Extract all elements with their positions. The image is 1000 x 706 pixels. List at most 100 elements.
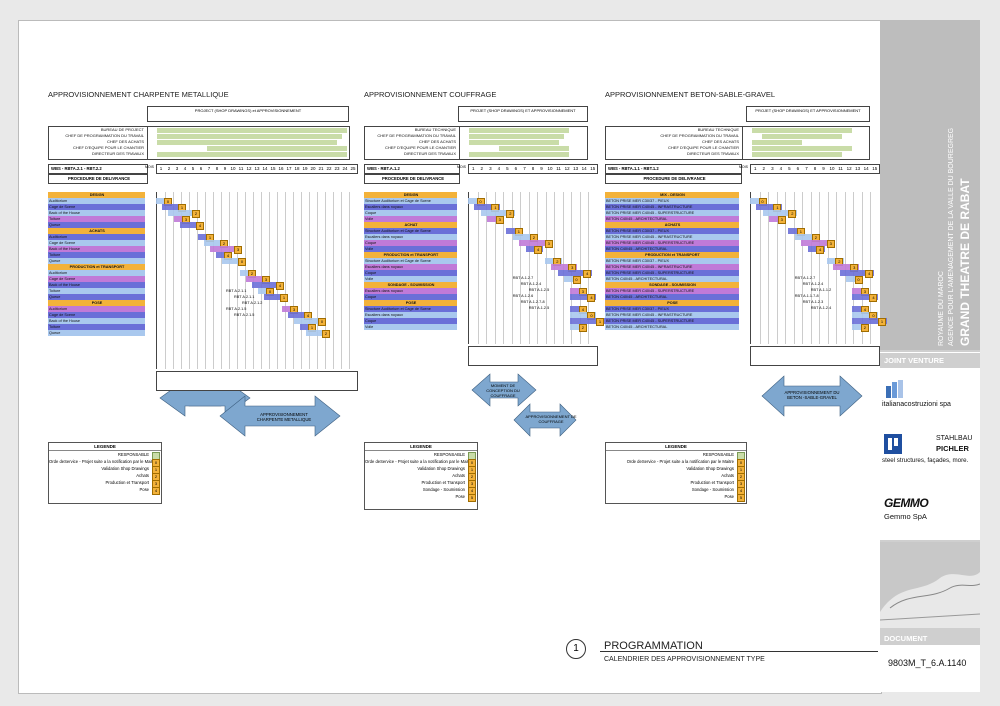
responsible-bar — [752, 139, 802, 145]
gridline — [511, 192, 513, 344]
gantt-bar — [252, 282, 284, 288]
milestone-label: RBT A.1.2.7 — [512, 275, 534, 280]
task-label: BETON C40/45 - ARCHITECTURAL — [605, 246, 739, 252]
month-number: 7 — [805, 166, 808, 171]
milestone-label: RBT A.1.1.7-8 — [794, 293, 819, 298]
month-number: 4 — [497, 166, 501, 171]
gantt-bar — [512, 234, 539, 240]
gantt-bar — [246, 276, 270, 282]
milestone-label: RBT A.1.2.7 — [794, 275, 816, 280]
task-label: BETON PRISE MER C40/45 - SUPERSTRUCTURE — [605, 288, 739, 294]
task-label: Cage de Scene — [48, 240, 145, 246]
month-number: 1 — [754, 166, 757, 171]
month-number: 15 — [590, 166, 596, 171]
gridline — [810, 192, 812, 344]
italiana-logo-icon — [886, 380, 903, 398]
sidebar-divider-1 — [880, 352, 980, 353]
month-number: 10 — [829, 166, 835, 171]
gridline — [293, 192, 294, 369]
partner-pichler-tagline: steel structures, façades, more. — [882, 457, 969, 464]
gridline — [197, 192, 198, 369]
responsible-bar — [752, 145, 852, 151]
task-label: Voile — [364, 276, 457, 282]
task-label: Structure Auditorium et Cage de Scene — [364, 228, 457, 234]
section-header-1: PROJECT (SHOP DRAWINGS) et APPROVISIONNE… — [147, 106, 349, 122]
agency-label: AGENCE POUR L'AMENAGEMENT DE LA VALLE DU… — [948, 127, 955, 346]
arrow-label-1b: APPROVISIONNEMENT CHARPENTE METALLIQUE — [256, 412, 312, 422]
gridline — [181, 192, 182, 369]
month-number: 1 — [159, 166, 163, 171]
responsible-row: CHEF DE PROGRAMMATION DU TRAVAIL — [660, 133, 739, 138]
gridline — [301, 192, 302, 369]
task-label: Cage de Scene — [48, 204, 145, 210]
gantt-bar — [168, 210, 200, 216]
title-block-top — [880, 20, 980, 350]
task-label: Toiture — [48, 216, 145, 222]
responsible-row: DIRECTEUR DES TRAVAUX — [403, 151, 456, 156]
gantt-marker: 0 — [572, 275, 581, 284]
building-render-icon — [880, 542, 980, 628]
milestone-label: RBT A.1.2.3 — [802, 299, 824, 304]
gridline — [237, 192, 238, 369]
responsible-row: CHEF D'EQUIPE POUR LE CHANTIER — [385, 145, 456, 150]
month-number: 22 — [326, 166, 332, 171]
section-header-2: PROJET (SHOP DRAWINGS) ET APPROVISIONNEM… — [458, 106, 588, 122]
gantt-marker: 4 — [816, 245, 825, 254]
month-number: 8 — [215, 166, 219, 171]
group-header: PRODUCTION et TRANSPORT — [364, 252, 457, 258]
month-number: 9 — [223, 166, 227, 171]
month-number: 15 — [270, 166, 276, 171]
task-label: Queue — [48, 258, 145, 264]
arrow-left-right-5 — [761, 375, 863, 417]
legend-row: Orde deService - Projet suite a la notif… — [365, 459, 473, 464]
gantt-marker: 4 — [865, 269, 874, 278]
task-label: BETON PRISE MER C40/45 - SUPERSTRUCTURE — [605, 270, 739, 276]
legend-title: LEGENDE — [49, 443, 161, 451]
month-number: 19 — [302, 166, 308, 171]
responsible-bar — [469, 139, 559, 145]
group-header: SONDAGE - SOUMISSION — [364, 282, 457, 288]
milestone-label: RBT A.1.1.2 — [810, 287, 832, 292]
gantt-bar — [801, 240, 836, 246]
task-label: Auditorium — [48, 198, 145, 204]
month-number: 3 — [489, 166, 492, 171]
task-label: BETON PRISE MER C40/45 - INFRASTRUCTURE — [605, 312, 739, 318]
gridline — [827, 192, 829, 344]
gantt-bar — [551, 264, 577, 270]
task-label: BETON PRISE MER C40/45 - SUPERSTRUCTURE — [605, 240, 739, 246]
task-label: Structure Auditorium et Cage de Scene — [364, 306, 457, 312]
task-label: Voile — [364, 216, 457, 222]
gridline — [579, 192, 581, 344]
milestone-label: RBT A.2.1.5 — [226, 307, 247, 312]
gridline — [333, 192, 334, 369]
gantt-bar — [852, 312, 878, 318]
task-label: Structure Auditorium et Cage de Scene — [364, 258, 457, 264]
month-number: 20 — [310, 166, 316, 171]
gridline — [486, 192, 488, 344]
milestone-label: RBT A.1.2.4 — [802, 281, 824, 286]
arrows-group-2 — [471, 373, 577, 437]
gantt-marker: 0 — [238, 257, 246, 266]
gridline — [165, 192, 166, 369]
responsible-bar — [752, 151, 842, 157]
month-number: 7 — [523, 166, 526, 171]
footer-divider — [600, 651, 878, 652]
month-number: 12 — [246, 166, 252, 171]
legend-row: Pose — [139, 487, 149, 492]
group-header: POSE — [605, 300, 739, 306]
milestone-label: RBT A.2.1.2 — [242, 301, 263, 306]
gantt-bar — [570, 294, 596, 300]
milestone-label: RBT A.1.2.5 — [528, 287, 550, 292]
task-label: BETON PRISE MER C40/45 - INFRASTRUCTURE — [605, 234, 739, 240]
arrow-label-2a: MOMENT DE CONCEPTION DU COUFFRAGE — [486, 383, 520, 398]
responsible-bar — [762, 133, 842, 139]
date-row — [468, 346, 598, 366]
task-label: Escaliers dans noyaux — [364, 264, 457, 270]
task-label: Back of the House — [48, 246, 145, 252]
mois-label: MOIS — [739, 165, 748, 169]
milestone-label: RBT A.2.1.5 — [234, 313, 255, 318]
gridline — [221, 192, 222, 369]
responsible-bar — [752, 127, 852, 133]
month-number: 7 — [207, 166, 211, 171]
